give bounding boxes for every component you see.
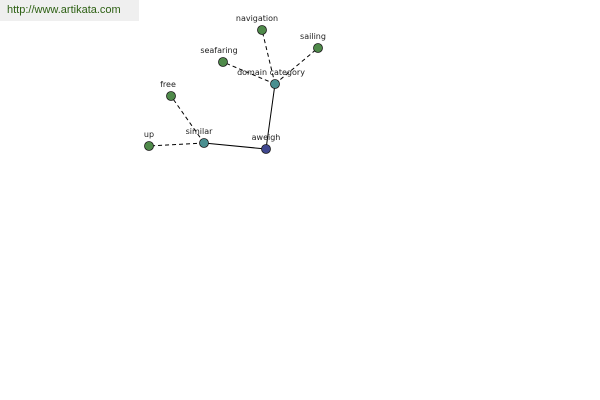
node-dot-sailing[interactable] [313, 43, 323, 53]
edge-domain-category-navigation [261, 29, 276, 85]
edges-layer [148, 29, 319, 150]
node-dot-similar[interactable] [199, 138, 209, 148]
node-dot-navigation[interactable] [257, 25, 267, 35]
node-aweigh[interactable]: aweigh [252, 133, 281, 154]
node-label-sailing: sailing [300, 32, 326, 41]
node-label-up: up [144, 130, 154, 139]
node-label-free: free [160, 80, 176, 89]
nodes-layer: aweigh similar domain category up free seafar… [144, 14, 326, 154]
node-up[interactable]: up [144, 130, 154, 151]
node-label-seafaring: seafaring [200, 46, 237, 55]
node-dot-free[interactable] [166, 91, 176, 101]
edge-aweigh-similar [203, 142, 267, 150]
node-label-similar: similar [186, 127, 214, 136]
node-dot-aweigh[interactable] [261, 144, 271, 154]
node-similar[interactable]: similar [186, 127, 214, 148]
node-sailing[interactable]: sailing [300, 32, 326, 53]
node-free[interactable]: free [160, 80, 176, 101]
source-url[interactable]: http://www.artikata.com [0, 0, 139, 21]
edge-similar-up [148, 142, 205, 147]
node-label-navigation: navigation [236, 14, 278, 23]
edge-domain-category-seafaring [222, 61, 276, 85]
edge-aweigh-domain-category [265, 83, 276, 150]
node-dot-domain-category[interactable] [270, 79, 280, 89]
node-dot-up[interactable] [144, 141, 154, 151]
edge-similar-free [170, 95, 205, 144]
node-label-domain-category: domain category [237, 68, 305, 77]
node-navigation[interactable]: navigation [236, 14, 278, 35]
node-seafaring[interactable]: seafaring [200, 46, 238, 67]
node-label-aweigh: aweigh [252, 133, 281, 142]
edge-domain-category-sailing [274, 47, 319, 85]
node-dot-seafaring[interactable] [218, 57, 228, 67]
node-domain-category[interactable]: domain category [237, 68, 305, 89]
